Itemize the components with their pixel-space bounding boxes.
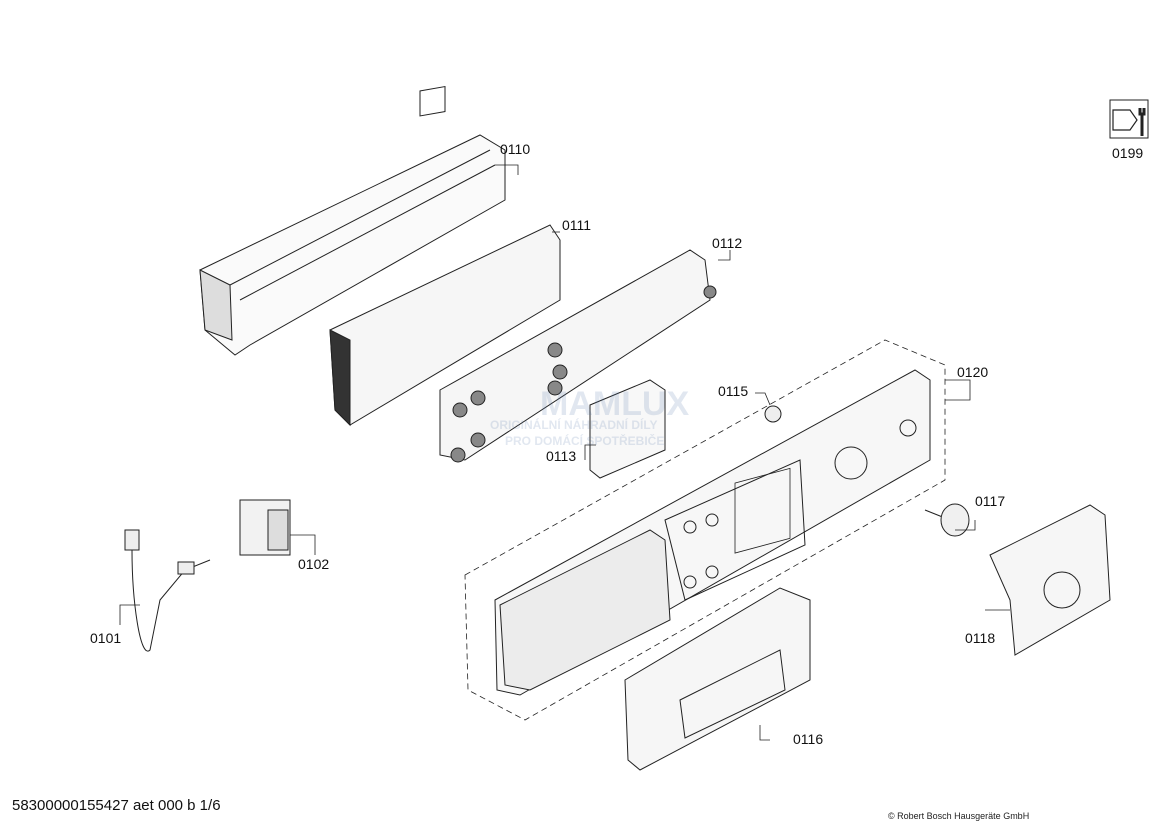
watermark-brand: MAMLUX — [540, 385, 690, 423]
part-label-0199[interactable]: 0199 — [1112, 145, 1144, 161]
part-0120-boundary — [464, 339, 946, 721]
part-label-0117[interactable]: 0117 — [975, 493, 1006, 509]
part-label-0101[interactable]: 0101 — [90, 630, 122, 646]
part-label-0120[interactable]: 0120 — [957, 364, 989, 380]
part-0115-button — [764, 405, 782, 423]
part-label-0118[interactable]: 0118 — [965, 630, 996, 646]
part-0116-cover — [624, 587, 811, 771]
wrench-tools-icon — [1109, 99, 1149, 139]
part-0102-filter — [239, 499, 291, 556]
watermark-line2: PRO DOMÁCÍ SPOTŘEBIČE — [505, 434, 665, 448]
part-0113-module — [589, 379, 666, 479]
copyright: © Robert Bosch Hausgeräte GmbH — [888, 811, 1030, 821]
part-0112-board — [439, 249, 717, 463]
part-label-0112[interactable]: 0112 — [712, 235, 743, 251]
document-id: 58300000155427 aet 000 b 1/6 — [12, 797, 221, 814]
part-label-0113[interactable]: 0113 — [546, 448, 577, 464]
part-label-0111[interactable]: 0111 — [562, 217, 592, 233]
part-0110-frame — [199, 85, 506, 356]
watermark-line1: ORIGINÁLNÍ NÁHRADNÍ DÍLY — [490, 418, 658, 432]
part-label-0115[interactable]: 0115 — [718, 383, 749, 399]
part-0101-cord — [124, 529, 211, 652]
part-label-0116[interactable]: 0116 — [793, 731, 824, 747]
part-0120-panel — [494, 369, 931, 696]
part-label-0102[interactable]: 0102 — [298, 556, 330, 572]
part-0118-cover — [989, 504, 1111, 656]
part-0117-knob — [924, 503, 970, 537]
leader-lines — [119, 164, 1010, 741]
part-0111-board — [329, 224, 561, 427]
part-label-0110[interactable]: 0110 — [500, 141, 531, 157]
